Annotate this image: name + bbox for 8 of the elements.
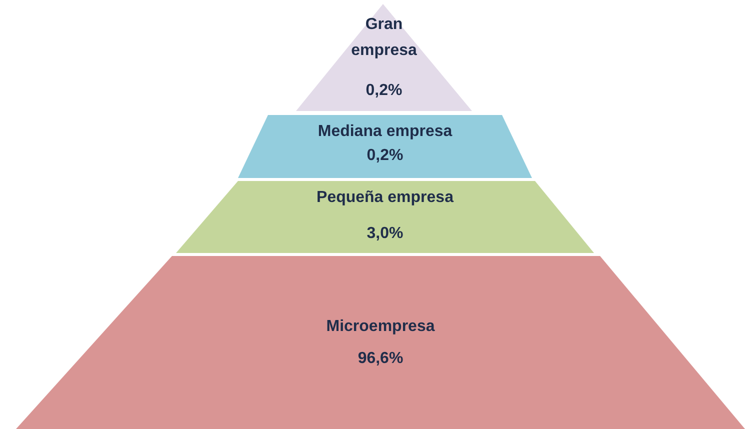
percentage-label: 0,2% <box>366 81 402 101</box>
percentage-label: 0,2% <box>366 146 404 166</box>
percentage-label: 3,0% <box>366 224 404 244</box>
tier-label: Mediana empresa <box>318 122 452 142</box>
tier-label: Pequeña empresa <box>316 188 454 208</box>
tier-label: Microempresa <box>326 317 435 337</box>
percentage-label: 96,6% <box>358 349 404 369</box>
tier-label: Gran empresa <box>350 15 418 61</box>
